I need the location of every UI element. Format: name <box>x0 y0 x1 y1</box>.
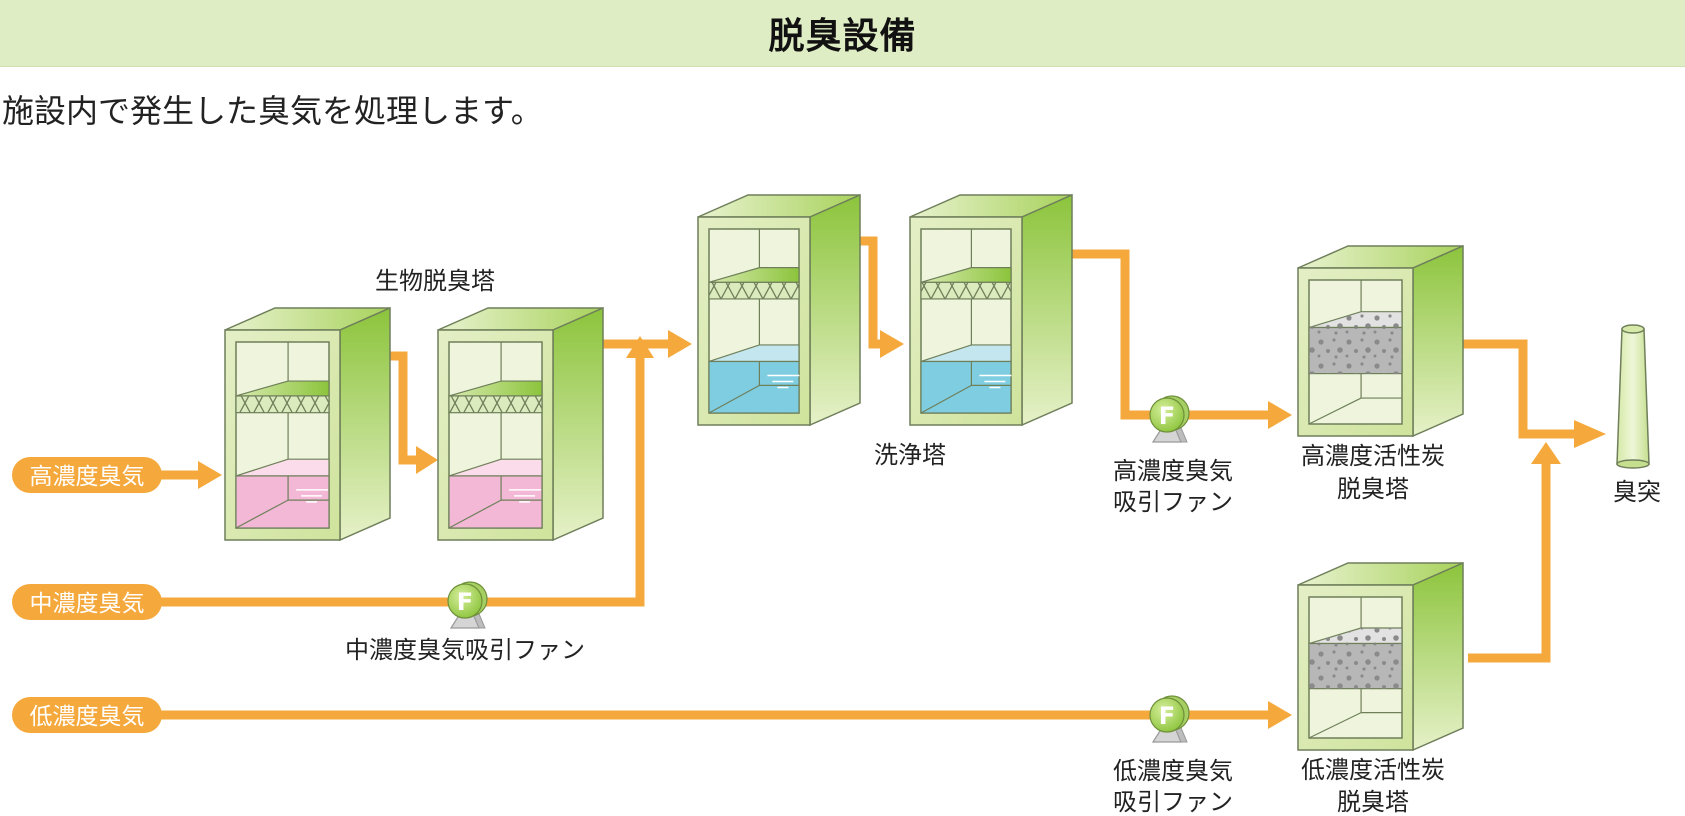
flow-highcarbon-to-stack <box>1438 339 1578 439</box>
header-bar: 脱臭設備 <box>0 0 1685 67</box>
bio-tower-1 <box>224 306 391 542</box>
arrowhead-icon <box>416 446 438 474</box>
arrowhead-icon <box>668 330 692 358</box>
arrowhead-icon <box>626 336 654 358</box>
low-carbon-label-line2: 脱臭塔 <box>1337 788 1409 816</box>
flow-arrowheads <box>198 330 1606 729</box>
input-medium-odor: 中濃度臭気 <box>12 584 162 620</box>
packing-mesh <box>449 395 542 413</box>
stack-chimney <box>1616 324 1650 469</box>
fan-symbol: F <box>457 588 473 616</box>
packing-mesh <box>236 395 329 413</box>
arrowhead-icon <box>198 461 222 489</box>
flow-medium-input <box>150 355 645 607</box>
bio-tower-label: 生物脱臭塔 <box>375 267 495 295</box>
high-carbon-label-line1: 高濃度活性炭 <box>1301 442 1445 470</box>
wash-tower-label: 洗浄塔 <box>874 441 946 469</box>
input-low-odor: 低濃度臭気 <box>12 697 162 733</box>
input-low-label: 低濃度臭気 <box>30 704 145 730</box>
arrowhead-icon <box>1268 701 1292 729</box>
high-carbon-tower <box>1297 244 1464 438</box>
flow-wash2-to-highcarbon <box>1040 249 1272 420</box>
low-fan-icon: F <box>1149 695 1190 743</box>
input-high-odor: 高濃度臭気 <box>12 457 162 493</box>
towers-group <box>224 193 1464 752</box>
high-fan-label-line2: 吸引ファン <box>1113 488 1233 516</box>
page-title: 脱臭設備 <box>768 16 917 57</box>
medium-fan-icon: F <box>447 581 488 629</box>
low-fan-label-line2: 吸引ファン <box>1113 788 1233 816</box>
input-medium-label: 中濃度臭気 <box>30 591 145 617</box>
input-high-label: 高濃度臭気 <box>30 464 145 490</box>
low-carbon-label-line1: 低濃度活性炭 <box>1301 756 1445 784</box>
high-fan-label-line1: 高濃度臭気 <box>1113 457 1233 485</box>
medium-fan-label: 中濃度臭気吸引ファン <box>345 636 585 664</box>
fans-group: F F F <box>447 395 1190 743</box>
wash-tower-1 <box>697 193 861 427</box>
wash-tower-2 <box>909 193 1073 427</box>
stack-label: 臭突 <box>1613 478 1661 506</box>
low-fan-label-line1: 低濃度臭気 <box>1113 757 1233 785</box>
fan-symbol: F <box>1159 702 1175 730</box>
arrowhead-icon <box>1574 420 1606 448</box>
arrowhead-icon <box>1268 401 1292 429</box>
description-text: 施設内で発生した臭気を処理します。 <box>2 92 543 130</box>
flow-lowcarbon-to-stack <box>1468 460 1551 663</box>
arrowhead-icon <box>1531 442 1561 464</box>
high-carbon-label-line2: 脱臭塔 <box>1337 475 1409 503</box>
fan-symbol: F <box>1159 402 1175 430</box>
low-carbon-tower <box>1297 561 1464 752</box>
packing-mesh <box>921 282 1011 299</box>
high-fan-icon: F <box>1149 395 1190 443</box>
bio-tower-2 <box>437 306 604 542</box>
arrowhead-icon <box>880 330 904 358</box>
packing-mesh <box>709 282 799 299</box>
